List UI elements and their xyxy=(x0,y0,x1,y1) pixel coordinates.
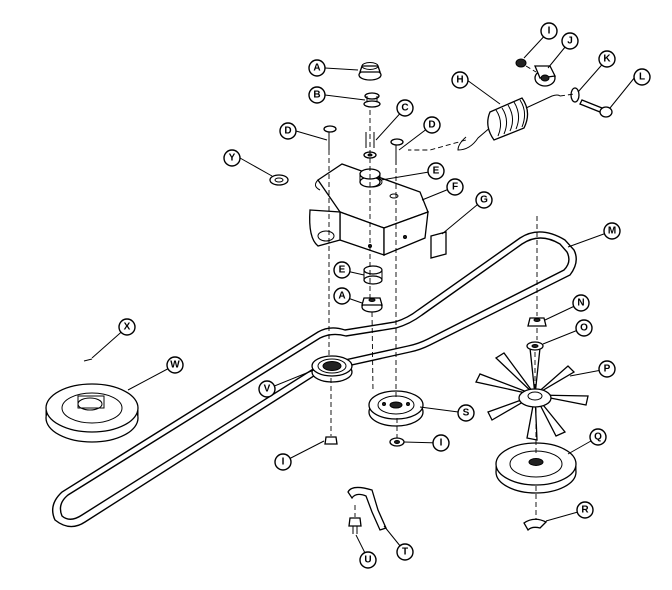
svg-text:F: F xyxy=(452,182,458,193)
lock-washer-y xyxy=(269,174,289,186)
svg-text:P: P xyxy=(604,364,611,375)
callout-j: J xyxy=(561,32,579,50)
svg-text:D: D xyxy=(428,120,435,131)
pin-d-left xyxy=(323,125,337,150)
retainer-r xyxy=(523,518,548,532)
svg-text:K: K xyxy=(603,54,611,65)
callout-i-top: I xyxy=(540,22,558,40)
bushing-e-bottom xyxy=(363,265,383,285)
callout-d-right: D xyxy=(423,116,441,134)
svg-text:G: G xyxy=(480,195,488,206)
callout-i-right: I xyxy=(432,434,450,452)
nut-i-left xyxy=(324,436,338,445)
callout-e-bottom: E xyxy=(333,261,351,279)
callout-x: X xyxy=(118,318,136,336)
assembly-lines xyxy=(328,65,575,520)
svg-text:V: V xyxy=(264,384,271,395)
svg-text:Q: Q xyxy=(594,432,602,443)
pin-d-right xyxy=(390,138,404,165)
bushing-j xyxy=(534,65,556,87)
pulley-w xyxy=(45,383,139,443)
svg-text:B: B xyxy=(313,90,320,101)
belt-guide-t xyxy=(347,486,387,531)
callout-n: N xyxy=(572,294,590,312)
callout-b: B xyxy=(308,86,326,104)
bolt-b xyxy=(363,92,381,108)
svg-text:U: U xyxy=(364,555,371,566)
callout-g: G xyxy=(475,191,493,209)
callout-f: F xyxy=(446,178,464,196)
callout-v: V xyxy=(258,380,276,398)
callout-y: Y xyxy=(223,149,241,167)
callout-l: L xyxy=(633,68,651,86)
svg-text:I: I xyxy=(282,457,285,468)
svg-text:M: M xyxy=(608,226,616,237)
nut-n xyxy=(527,317,547,327)
callout-w: W xyxy=(166,356,184,374)
key-x xyxy=(83,358,93,362)
washer-k xyxy=(570,87,580,103)
bolt-l xyxy=(579,99,613,118)
spring-h xyxy=(457,94,561,151)
flange-nut-a-top xyxy=(358,62,382,81)
callout-a-top: A xyxy=(308,59,326,77)
bolt-u xyxy=(348,517,362,534)
svg-text:W: W xyxy=(170,360,180,371)
svg-text:I: I xyxy=(440,438,443,449)
callout-t: T xyxy=(396,543,414,561)
callout-k: K xyxy=(598,50,616,68)
svg-text:Y: Y xyxy=(229,153,236,164)
svg-text:A: A xyxy=(338,291,345,302)
svg-text:S: S xyxy=(463,408,470,419)
callout-m: M xyxy=(603,222,621,240)
fan-p xyxy=(475,347,589,441)
svg-text:N: N xyxy=(577,298,584,309)
svg-text:H: H xyxy=(456,75,463,86)
svg-text:E: E xyxy=(433,166,440,177)
svg-text:D: D xyxy=(284,126,291,137)
idler-pulley-v xyxy=(311,355,353,383)
spacer-g xyxy=(430,231,447,259)
svg-text:I: I xyxy=(548,26,551,37)
svg-text:T: T xyxy=(402,547,408,558)
callout-i-left: I xyxy=(274,453,292,471)
callout-r: R xyxy=(576,501,594,519)
callout-h: H xyxy=(451,71,469,89)
callout-d-left: D xyxy=(279,122,297,140)
callout-p: P xyxy=(598,360,616,378)
callout-q: Q xyxy=(589,428,607,446)
drive-belt xyxy=(52,231,577,528)
callout-u: U xyxy=(359,551,377,569)
callout-o: O xyxy=(575,319,593,337)
nut-i-top xyxy=(515,58,527,68)
callout-s: S xyxy=(457,404,475,422)
nut-i-right xyxy=(389,437,405,447)
svg-text:R: R xyxy=(581,505,589,516)
svg-text:L: L xyxy=(639,72,645,83)
svg-text:E: E xyxy=(339,265,346,276)
callout-e-top: E xyxy=(427,162,445,180)
svg-text:A: A xyxy=(313,63,320,74)
flange-nut-a-bottom xyxy=(361,297,383,313)
svg-text:X: X xyxy=(124,322,131,333)
callout-c: C xyxy=(396,99,414,117)
washer-o xyxy=(526,341,544,351)
svg-text:J: J xyxy=(567,36,573,47)
pulley-q xyxy=(495,442,577,494)
svg-text:C: C xyxy=(401,103,408,114)
callout-a-bottom: A xyxy=(333,287,351,305)
svg-text:O: O xyxy=(580,323,588,334)
idler-bracket-f xyxy=(309,163,429,256)
